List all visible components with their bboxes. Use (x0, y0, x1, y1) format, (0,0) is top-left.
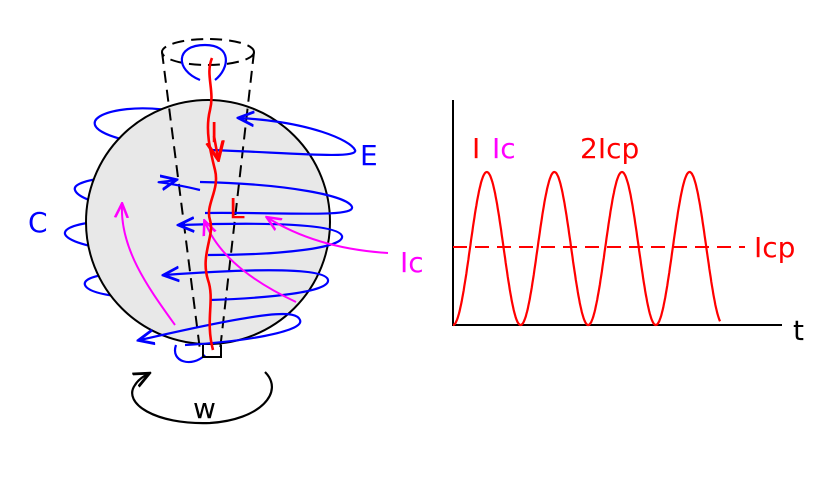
label-L: L (229, 192, 245, 225)
current-path (204, 57, 218, 351)
label-t: t (793, 314, 804, 347)
current-waveform (452, 170, 722, 327)
label-I-plot: I (472, 132, 480, 165)
rotation-arrow (131, 371, 273, 425)
label-I-current: I (210, 116, 218, 149)
label-w: w (193, 392, 216, 425)
funnel-tip (202, 345, 222, 358)
label-Ic-plot: Ic (492, 132, 516, 165)
label-Icp: Icp (754, 231, 795, 264)
waveform-plot: I Ic 2Icp Icp t (452, 100, 804, 347)
label-E: E (360, 139, 378, 172)
current-arrow (214, 135, 218, 158)
sphere-figure: I L E C Ic w (28, 38, 424, 425)
label-2Icp: 2Icp (580, 132, 639, 165)
label-C: C (28, 206, 48, 239)
label-Ic-arrow: Ic (400, 246, 424, 279)
field-loops-front (140, 43, 357, 364)
